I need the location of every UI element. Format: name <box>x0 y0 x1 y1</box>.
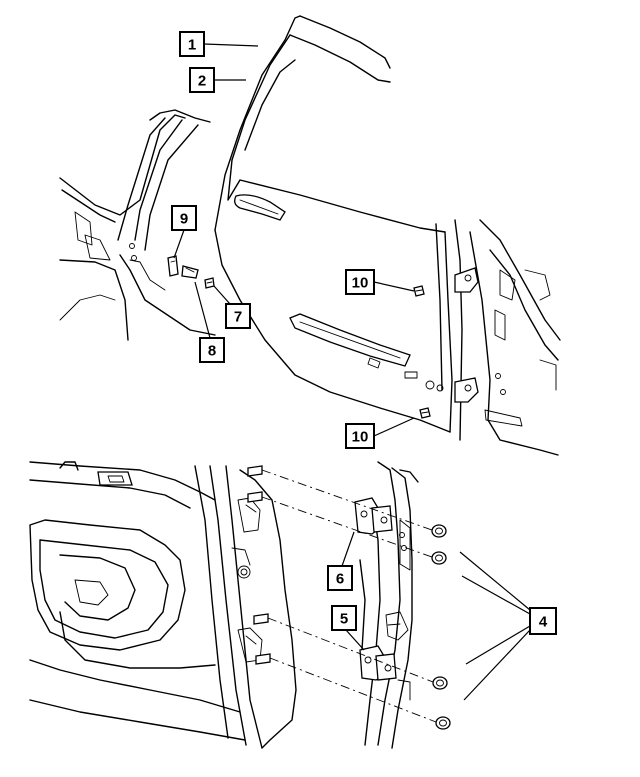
callout-5: 5 <box>331 605 365 651</box>
hinge-nut-3 <box>432 676 448 690</box>
svg-text:10: 10 <box>352 275 369 292</box>
striker-screw <box>204 277 215 289</box>
body-hinge-pillar <box>359 461 419 749</box>
door-bolt-upper <box>413 285 425 297</box>
body-c-pillar <box>469 219 561 456</box>
callout-10-lower: 10 <box>345 417 415 449</box>
svg-text:10: 10 <box>352 429 369 446</box>
callout-8: 8 <box>194 281 225 363</box>
rear-door-outer-panel <box>214 15 453 433</box>
svg-text:6: 6 <box>336 571 344 588</box>
callout-6: 6 <box>327 531 355 591</box>
callout-10-upper: 10 <box>345 269 415 295</box>
hinge-nut-1 <box>431 524 447 538</box>
callout-9: 9 <box>171 205 197 259</box>
callout-4: 4 <box>459 551 557 701</box>
svg-text:4: 4 <box>539 614 548 631</box>
svg-text:1: 1 <box>188 37 196 54</box>
door-striker <box>167 255 199 279</box>
door-bolt-lower <box>419 407 431 419</box>
door-hinge-area <box>454 219 479 441</box>
svg-text:8: 8 <box>208 343 216 360</box>
hinge-nut-2 <box>431 551 447 565</box>
hinge-stud-upper-2 <box>247 491 263 503</box>
lower-door-hinge <box>359 645 397 681</box>
svg-text:2: 2 <box>198 73 206 90</box>
svg-text:7: 7 <box>234 309 242 326</box>
hinge-stud-lower-1 <box>253 613 269 625</box>
callout-2: 2 <box>189 67 246 93</box>
alignment-lines <box>261 469 437 723</box>
callout-7: 7 <box>213 285 251 329</box>
callout-1: 1 <box>179 31 259 57</box>
svg-text:5: 5 <box>340 611 348 628</box>
upper-door-hinge <box>354 497 393 535</box>
door-inner-panel <box>29 461 297 749</box>
hinge-stud-lower-2 <box>255 653 271 665</box>
hinge-nut-4 <box>435 716 451 730</box>
svg-text:9: 9 <box>180 211 188 228</box>
hinge-stud-upper-1 <box>247 465 263 477</box>
body-side-pillar <box>59 109 216 341</box>
